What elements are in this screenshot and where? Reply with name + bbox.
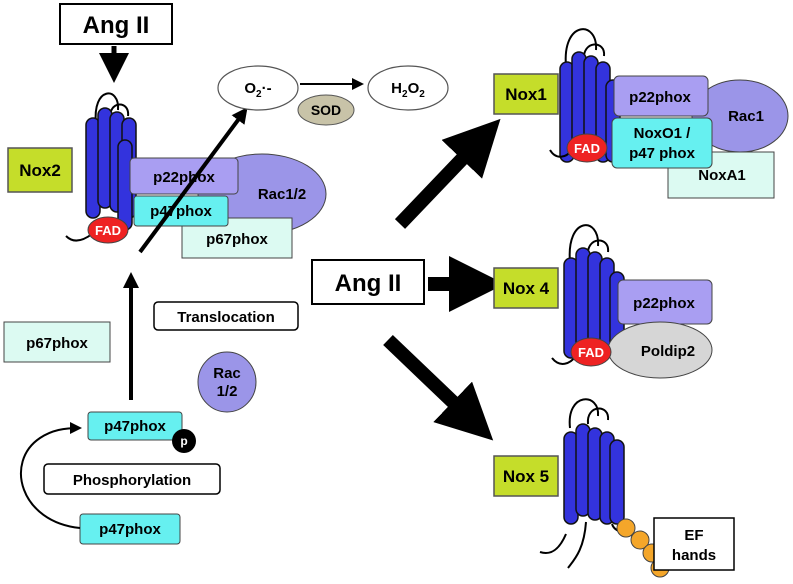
nox2-p67phox-label: p67phox	[206, 231, 268, 248]
nox2-box	[7, 147, 73, 193]
nox4-label: Nox 4	[503, 279, 550, 298]
sod-oval	[297, 94, 355, 126]
fad-oval	[570, 337, 612, 367]
nox1-noxo1-label: NoxO1 /	[634, 125, 692, 142]
loop	[564, 28, 598, 67]
angII-center-label: Ang II	[335, 270, 402, 297]
ef-hands-sub-label: hands	[672, 547, 716, 564]
loop	[94, 92, 120, 125]
rac-free-oval	[197, 351, 257, 413]
nox4-fad-label: FAD	[578, 345, 604, 360]
superoxide-oval	[217, 65, 299, 111]
nox2-fad-label: FAD	[95, 223, 121, 238]
p47phox-bottom-label: p47phox	[99, 521, 161, 538]
nox2-p22phox-label: p22phox	[153, 169, 215, 186]
angII-center-box	[311, 259, 425, 305]
nox1-noxa1-label: NoxA1	[698, 167, 746, 184]
loop	[568, 224, 600, 263]
tail-line	[567, 521, 587, 569]
nox1-p22phox-label: p22phox	[629, 89, 691, 106]
phosphorylation-label: Phosphorylation	[73, 472, 191, 489]
nox5-label: Nox 5	[503, 467, 549, 486]
ef-hand-bead-icon	[630, 530, 650, 550]
angII-top-label: Ang II	[83, 12, 150, 39]
membrane-helix-icon	[609, 439, 625, 525]
p47phox-bottom-box	[79, 513, 181, 545]
ef-hand-bead-icon	[616, 518, 636, 538]
translocation-box	[153, 301, 299, 331]
p47phox-phos-label: p47phox	[104, 418, 166, 435]
tail-line	[539, 533, 567, 554]
phosphorylation-arrow-icon	[20, 422, 82, 529]
phosphorylation-box	[43, 463, 221, 495]
superoxide-label: O2·-	[244, 80, 271, 100]
p47phox-phos-box	[87, 411, 183, 441]
angII-top-box: Ang II	[59, 3, 173, 45]
noxo1-box	[611, 117, 713, 169]
nox1-label: Nox1	[505, 85, 547, 104]
nox2-label: Nox2	[19, 161, 61, 180]
nox1-rac-label: Rac1	[728, 108, 764, 125]
nox1-box	[493, 73, 559, 115]
fad-oval	[566, 133, 608, 163]
rac-free-sub-label: 1/2	[217, 383, 238, 400]
arrow-icon	[138, 107, 248, 254]
h2o2-label: H2O2	[391, 80, 425, 100]
nox5-membrane	[563, 398, 625, 525]
phosphate-icon	[172, 429, 196, 453]
nox1-noxo1-sub-label: p47 phox	[629, 145, 696, 162]
nox4-box	[493, 267, 559, 309]
arrow-icon	[394, 118, 501, 229]
loop	[586, 407, 610, 425]
translocation-label: Translocation	[177, 309, 275, 326]
p67phox-free-label: p67phox	[26, 335, 88, 352]
nox2-membrane	[85, 92, 137, 231]
nox4-poldip2-label: Poldip2	[641, 343, 695, 360]
phosphate-label: p	[180, 434, 187, 448]
h2o2-oval	[367, 65, 449, 111]
nox2-rac-label: Rac1/2	[258, 186, 306, 203]
p22phox-box	[613, 75, 709, 117]
arrow-icon	[383, 334, 494, 441]
nox4-membrane	[563, 224, 625, 359]
nox1-fad-label: FAD	[574, 141, 600, 156]
p67phox-free-box	[3, 321, 111, 363]
nox5-box	[493, 455, 559, 497]
ef-hands-box	[653, 517, 735, 571]
sod-label: SOD	[311, 102, 341, 118]
tail-line	[65, 233, 93, 242]
nox4-p22phox-label: p22phox	[633, 295, 695, 312]
nox2-p47phox-label: p47phox	[150, 203, 212, 220]
rac-free-label: Rac	[213, 365, 241, 382]
ef-hands-label: EF	[684, 527, 703, 544]
fad-oval	[87, 216, 129, 244]
